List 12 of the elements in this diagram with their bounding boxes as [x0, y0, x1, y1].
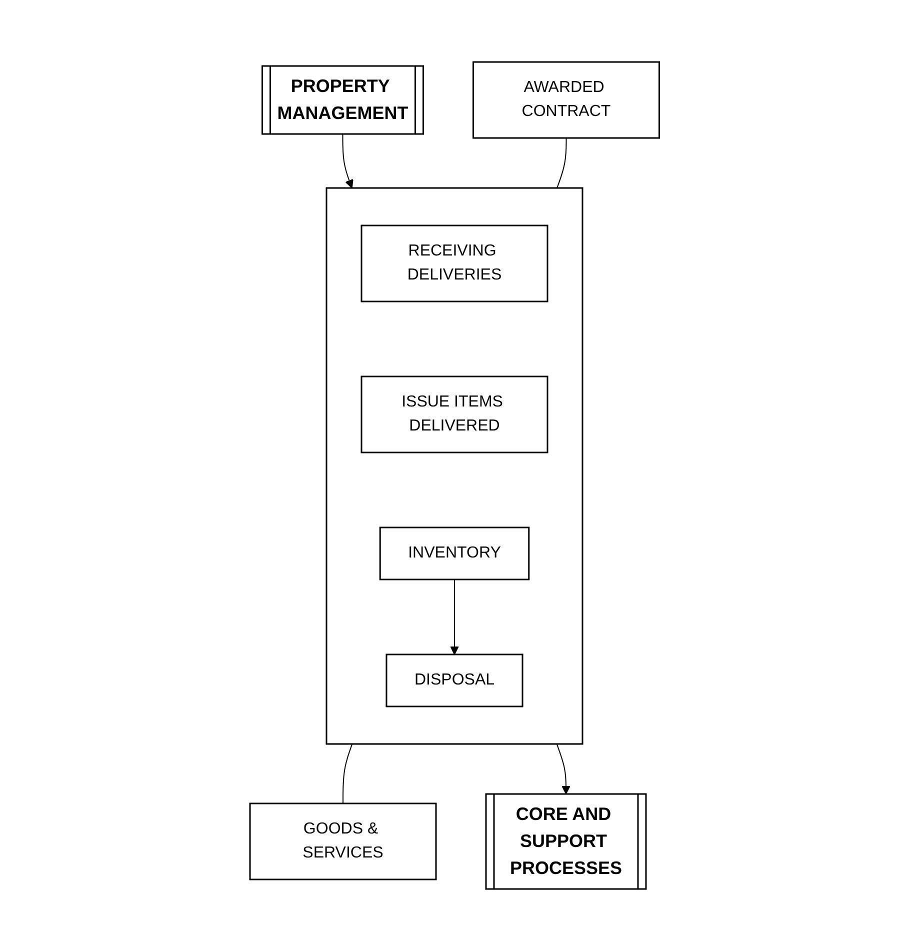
- node-box: ISSUE ITEMS DELIVERED: [360, 376, 548, 454]
- node-box: AWARDED CONTRACT: [472, 61, 660, 139]
- node-box: INVENTORY: [379, 526, 530, 580]
- node-box: DISPOSAL: [386, 654, 524, 708]
- cluster: [326, 187, 584, 745]
- node-box: GOODS & SERVICES: [249, 802, 437, 880]
- node-box: RECEIVING DELIVERIES: [360, 224, 548, 302]
- arrow: [556, 744, 570, 794]
- arrow: [342, 134, 354, 188]
- arrow: [450, 579, 459, 655]
- connector: [556, 138, 567, 188]
- connector: [342, 744, 353, 804]
